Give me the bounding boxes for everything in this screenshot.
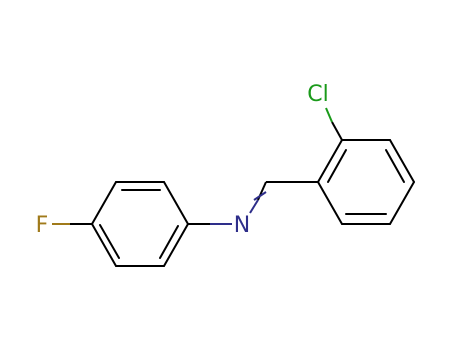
fluorophenyl-ring bbox=[91, 181, 189, 267]
ring-bond bbox=[389, 139, 415, 183]
chlorophenyl-ring bbox=[317, 139, 415, 225]
imine-double-bond-nitrogen-half bbox=[249, 199, 259, 214]
ring-bond bbox=[91, 223, 117, 267]
c-cl-bond-chlorine-half bbox=[325, 107, 333, 123]
ring-bond bbox=[317, 181, 343, 225]
ring-double-bond bbox=[99, 224, 120, 259]
chlorine-atom-label: Cl bbox=[307, 82, 328, 107]
ring-bond bbox=[163, 181, 189, 225]
ring-double-bond bbox=[327, 149, 347, 183]
fluorine-atom-label: F bbox=[36, 213, 49, 238]
ring-bond bbox=[389, 181, 415, 225]
ring-double-bond bbox=[159, 225, 179, 259]
ring-double-bond bbox=[385, 149, 405, 183]
nitrogen-atom-label: N bbox=[234, 213, 250, 238]
ring-bond bbox=[91, 181, 117, 225]
imine-double-bond-second-line bbox=[253, 191, 267, 201]
ring-bond bbox=[163, 223, 189, 267]
ring-bond bbox=[317, 139, 343, 183]
c-cl-bond-carbon-half bbox=[331, 121, 343, 141]
